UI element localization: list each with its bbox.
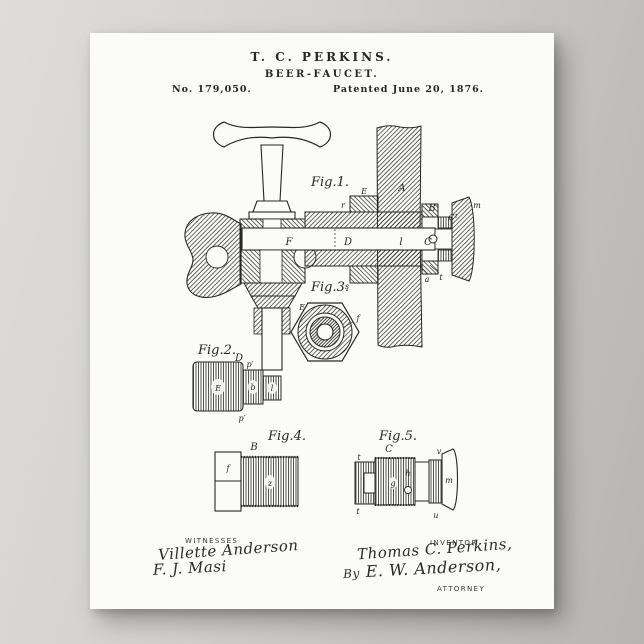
spout-shank-right <box>281 307 291 335</box>
label-ground <box>248 380 258 394</box>
part-label: B <box>427 203 435 214</box>
part-label: f <box>356 314 362 323</box>
part-label: g <box>390 479 395 488</box>
part-label: D <box>234 353 243 364</box>
stave-nut-bottom <box>421 260 439 275</box>
label-ground <box>389 477 397 489</box>
patent-date: Patented June 20, 1876. <box>332 84 484 95</box>
leader-line <box>429 264 440 274</box>
coupling-end-disc <box>441 448 458 511</box>
part-label: t <box>439 273 443 282</box>
patent-title-heading: BEER-FAUCET. <box>264 69 380 80</box>
body-bore-left <box>205 245 229 269</box>
part-label: b <box>250 383 255 392</box>
end-flange-disc <box>451 196 475 282</box>
spout-collar-lower <box>250 295 296 309</box>
label-ground <box>211 379 225 395</box>
part-label: l <box>399 237 402 248</box>
patent-number: No. 179,050. <box>172 84 252 95</box>
part-label: m <box>473 201 481 210</box>
part-label: C <box>385 444 393 455</box>
fig4-label: Fig.4. <box>267 429 306 444</box>
inventor-heading: INVENTOR <box>430 539 478 547</box>
part-label: l <box>271 384 274 393</box>
patent-number-date-row: No. 179,050. Patented June 20, 1876. <box>172 84 484 95</box>
stem-flange <box>248 211 296 220</box>
part-label: t <box>356 507 360 516</box>
stave-nut-top <box>421 203 439 218</box>
attorney-heading: ATTORNEY <box>437 585 486 593</box>
handle-stem <box>260 144 284 202</box>
part-label: t <box>357 453 361 462</box>
fig2-label: Fig.2. <box>197 343 236 358</box>
figure-3-hex-nut: Fig.3. E f <box>290 280 362 362</box>
part-label: C¹ <box>448 213 457 222</box>
fig1-label: Fig.1. <box>310 175 349 190</box>
fig5-label: Fig.5. <box>378 429 417 444</box>
part-label: v <box>437 447 442 456</box>
part-label: u <box>433 511 438 520</box>
faucet-handle <box>212 121 332 148</box>
patent-drawing: Fig.1. A r E B C¹ m F D l C s a t Fig.3.… <box>184 121 481 520</box>
coupling-neck <box>414 461 430 502</box>
flow-channel-tail <box>434 228 453 250</box>
pipe-bottom-wall <box>304 249 423 267</box>
nut-bore <box>316 323 334 341</box>
part-label: s <box>345 282 349 291</box>
part-label: h <box>405 469 410 478</box>
flow-channel <box>241 227 436 251</box>
part-label: B <box>249 442 257 453</box>
part-label: r <box>341 201 346 210</box>
spout-collar-upper <box>243 282 303 297</box>
spout-shank-left <box>253 307 263 335</box>
vent-hole <box>428 234 438 244</box>
stem-slot-upper <box>262 218 282 229</box>
figure-1-faucet-section: Fig.1. A r E B C¹ m F D l C s a t <box>184 121 481 371</box>
part-label: A <box>397 183 405 194</box>
part-label: F <box>285 237 294 248</box>
label-ground <box>265 475 275 489</box>
gland-nut-bottom <box>349 265 379 284</box>
valve-slot-lower <box>259 249 283 284</box>
part-label: E <box>214 384 221 393</box>
witnesses-heading: WITNESSES <box>185 537 239 545</box>
part-label: E <box>360 187 367 196</box>
leader-line <box>419 265 429 275</box>
fig3-label: Fig.3. <box>310 280 349 295</box>
part-label: E <box>298 303 305 312</box>
part-label: m <box>445 476 453 485</box>
leader-line <box>343 321 354 328</box>
gland-nut-top <box>349 195 379 213</box>
coupling-pin-hole <box>404 486 412 494</box>
part-label: p′ <box>247 360 254 369</box>
part-label: a <box>425 275 430 284</box>
stem-collar <box>252 200 292 213</box>
coupling-fork <box>354 461 376 505</box>
spout-tube <box>261 307 283 371</box>
part-label: p′ <box>239 414 246 423</box>
coupling-ring-threads <box>428 459 443 504</box>
figure-2-stepped-plug: Fig.2. D p′ p′ E b l <box>192 343 282 423</box>
tail-thread-bottom <box>437 249 453 262</box>
label-ground <box>267 382 277 394</box>
figure-5-coupling-screw: Fig.5. C t t g h v u m <box>354 429 458 520</box>
figure-4-threaded-shank: Fig.4. B f z <box>214 429 306 512</box>
part-label: D <box>343 237 352 248</box>
patent-print-poster: T. C. PERKINS. BEER-FAUCET. No. 179,050.… <box>90 33 554 609</box>
witness-signature-2: F. J. Masi <box>152 557 228 579</box>
part-label: C <box>424 237 432 248</box>
patent-inventor-heading: T. C. PERKINS. <box>250 50 394 64</box>
part-label: f <box>226 464 232 473</box>
pipe-top-wall <box>304 211 423 229</box>
by-label: By <box>342 566 361 582</box>
part-label: z <box>267 479 273 488</box>
